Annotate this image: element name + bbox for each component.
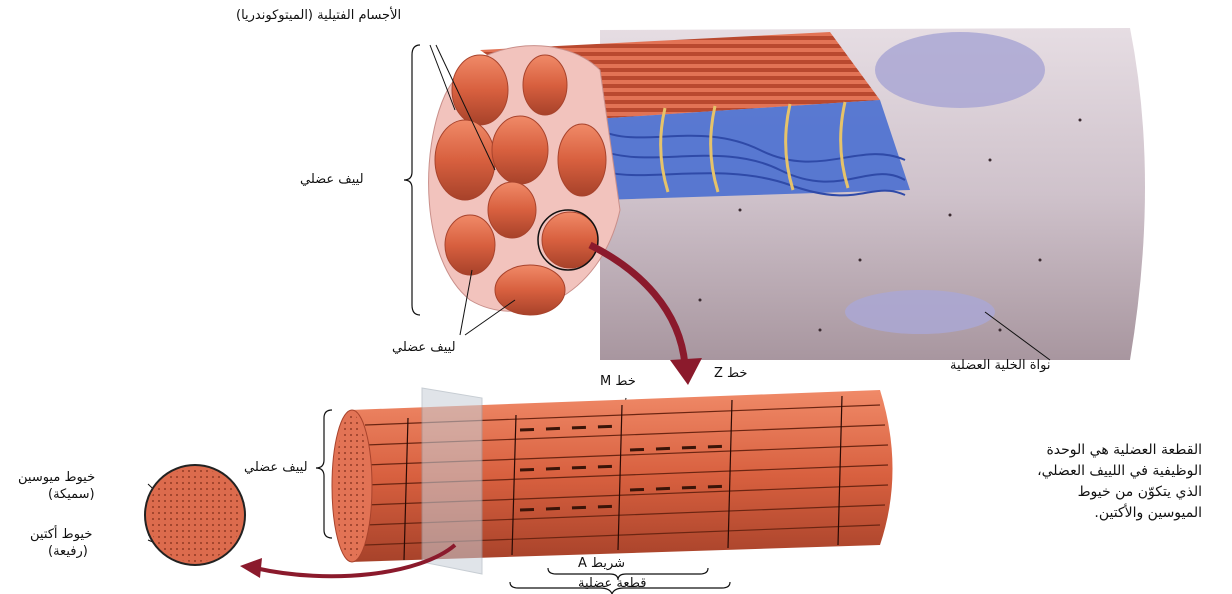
bracket-upper [404, 45, 420, 315]
cross-section [429, 46, 620, 315]
label-actin: خيوط أكتين [30, 527, 92, 543]
myofibril [332, 390, 893, 562]
description-line: الميوسين والأكتين. [962, 503, 1202, 524]
label-z-line: خط Z [714, 366, 747, 382]
label-nucleus: نواة الخلية العضلية [950, 358, 1051, 374]
label-myofibril-lower: لييف عضلي [244, 460, 308, 476]
myofibril-cross-section [145, 465, 245, 565]
label-myosin: خيوط ميوسين [18, 470, 95, 486]
label-mitochondria: الأجسام الفتيلية (الميتوكوندريا) [236, 8, 401, 24]
description-line: الوظيفية في اللييف العضلي، [962, 461, 1202, 482]
description-paragraph: القطعة العضلية هي الوحدة الوظيفية في الل… [962, 440, 1202, 524]
label-actin-thin: (رفيعة) [48, 544, 88, 560]
nucleus-bottom [845, 290, 995, 334]
label-m-line: خط M [600, 374, 636, 390]
label-myofibril-pointer: لييف عضلي [392, 340, 456, 356]
label-myofibril-bracket: لييف عضلي [300, 172, 364, 188]
nucleus-top [875, 32, 1045, 108]
cross-section-arrow-head [240, 558, 262, 578]
description-line: الذي يتكوّن من خيوط [962, 482, 1202, 503]
description-line: القطعة العضلية هي الوحدة [962, 440, 1202, 461]
label-a-band: شريط A [578, 556, 625, 572]
label-sarcomere: قطعة عضلية [578, 576, 646, 592]
zoom-arrow-head [670, 358, 702, 385]
bracket-lower [316, 410, 332, 538]
label-myosin-thick: (سميكة) [48, 487, 95, 503]
